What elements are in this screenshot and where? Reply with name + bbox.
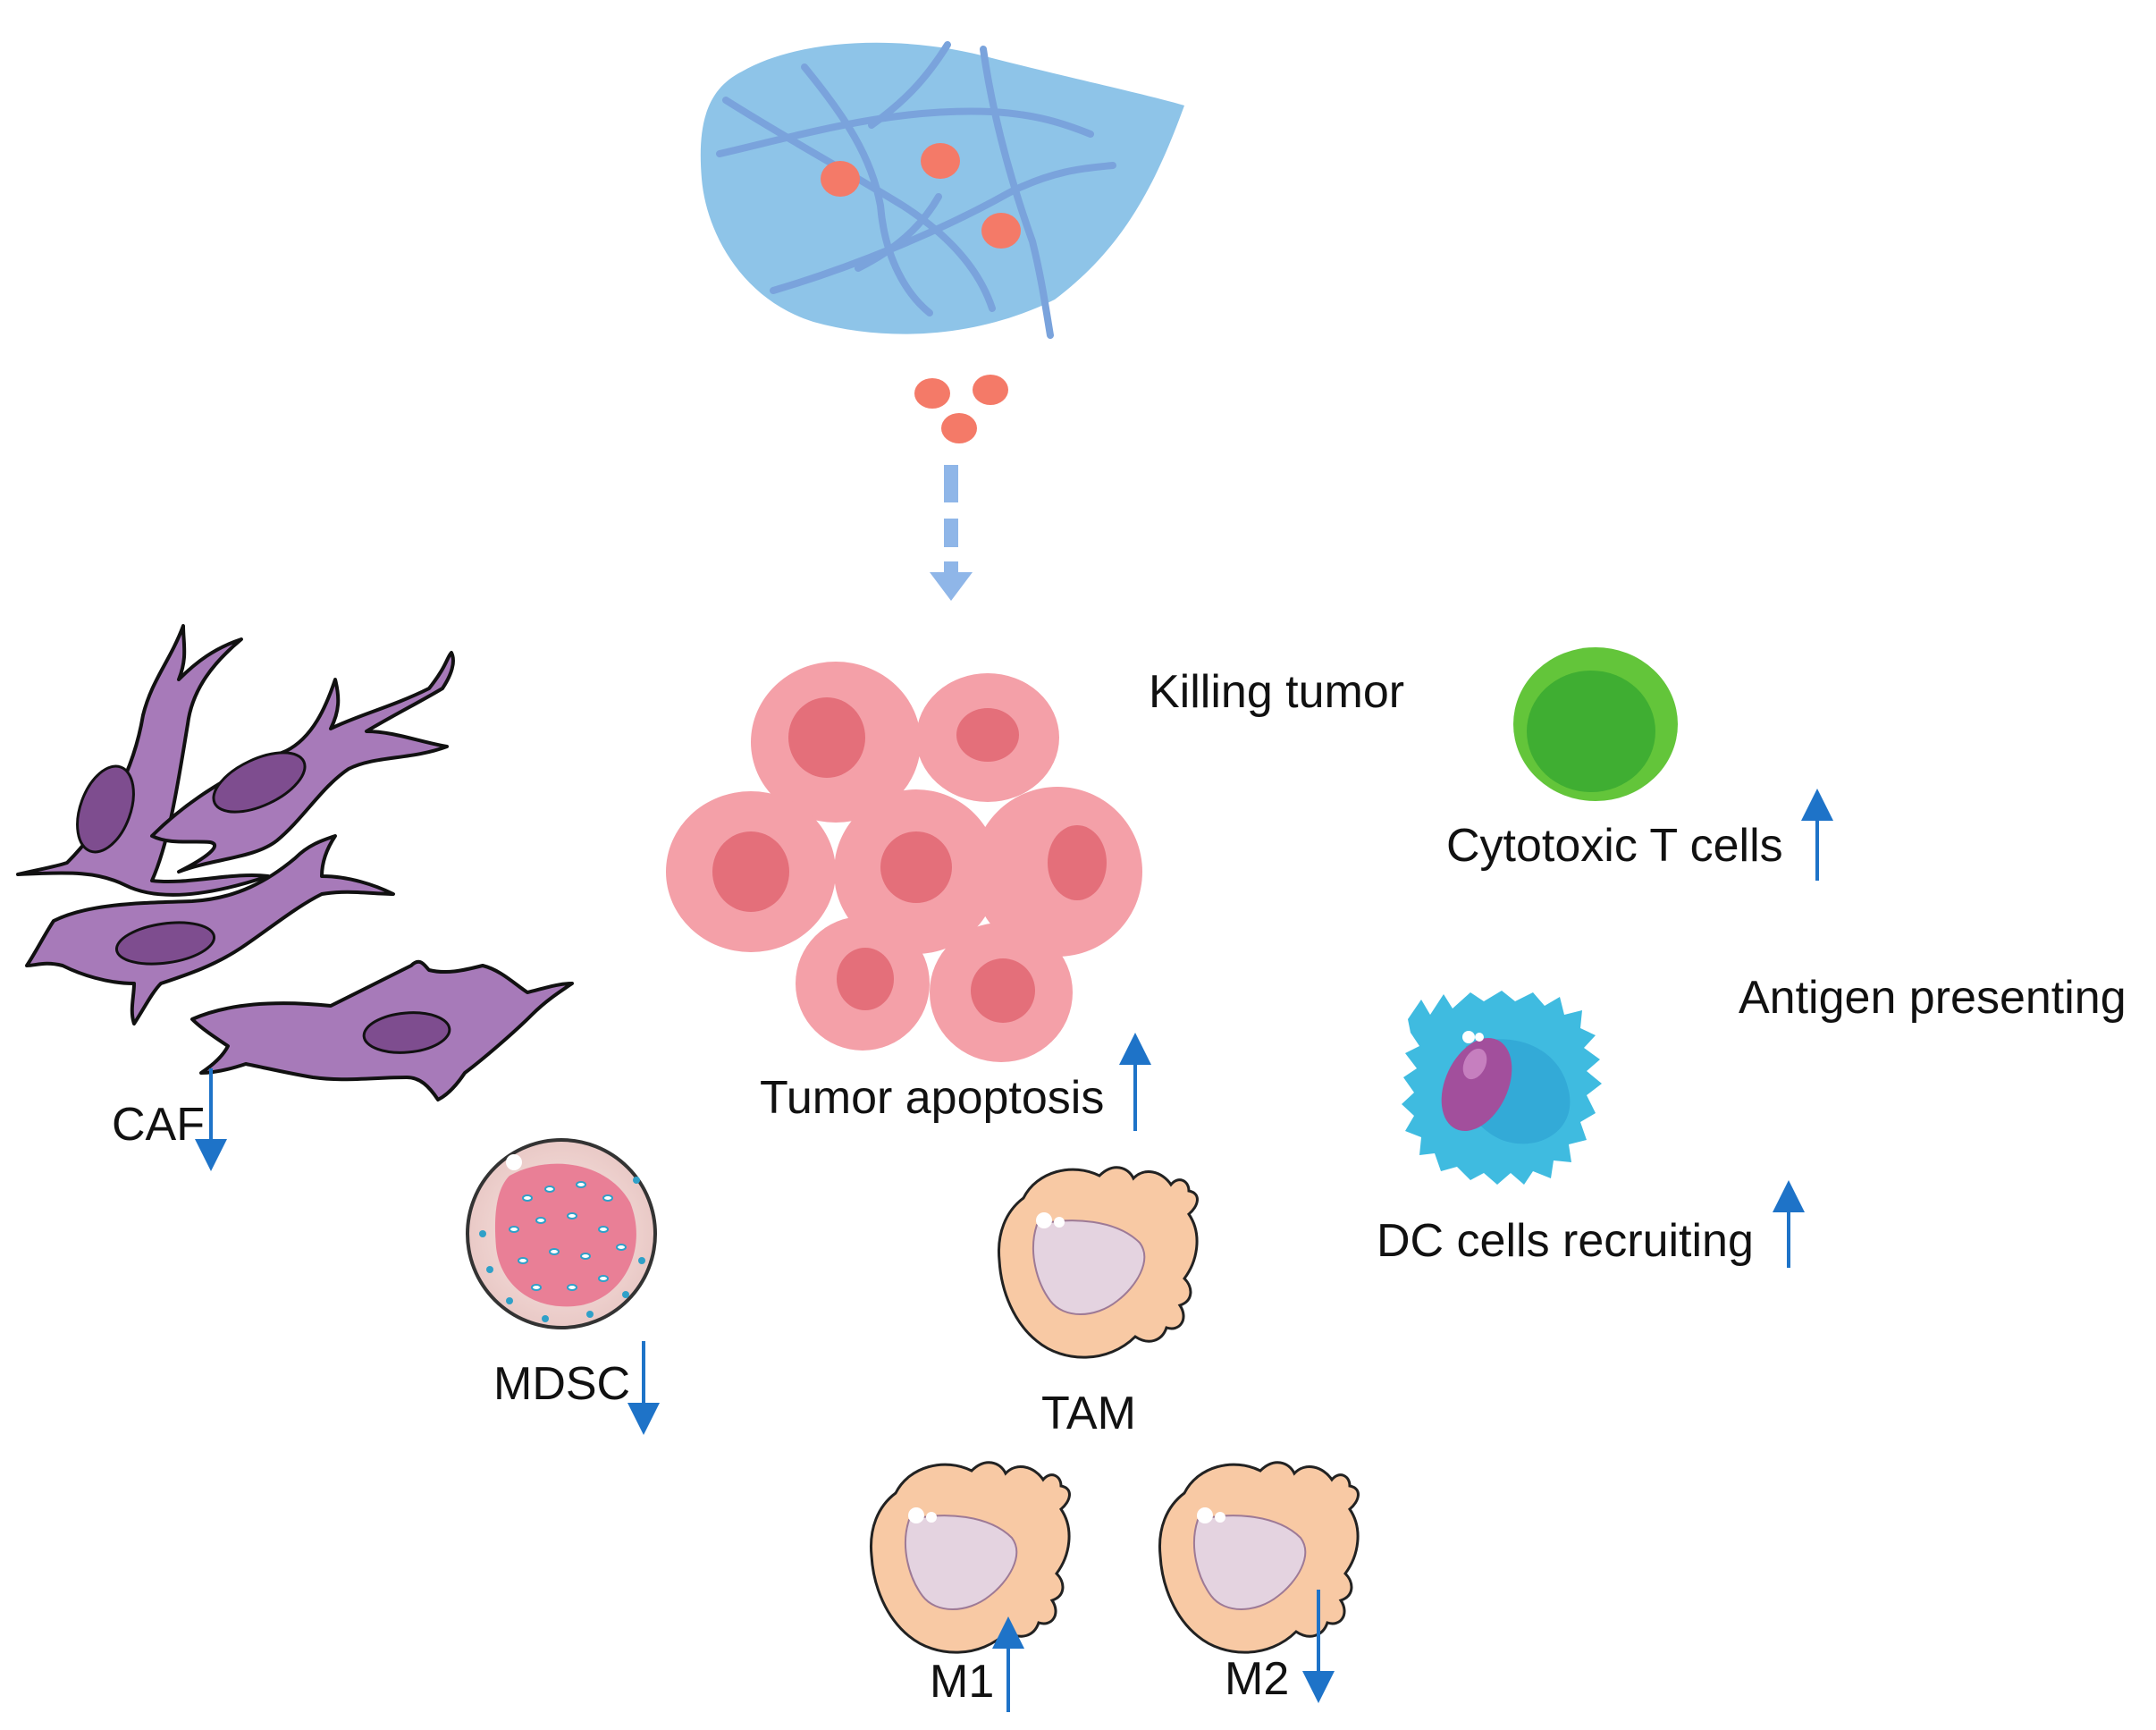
drug-particles-in-gel <box>821 143 1021 249</box>
label-m1: M1 <box>930 1656 995 1708</box>
fibroblast <box>150 651 455 873</box>
tumor-cell <box>751 662 921 823</box>
mdsc-cell <box>466 1138 657 1329</box>
label-antigen-presenting: Antigen presenting <box>1739 972 2127 1024</box>
fibroblast <box>190 959 574 1101</box>
tumor-cell <box>916 673 1059 802</box>
release-arrow <box>930 465 973 601</box>
label-tam: TAM <box>1041 1388 1136 1439</box>
tam-macrophage <box>997 1166 1199 1359</box>
label-killing-tumor: Killing tumor <box>1149 666 1405 718</box>
trend-arrow-tumor-apoptosis-up <box>1119 1033 1151 1131</box>
label-m2: M2 <box>1225 1653 1290 1705</box>
mdsc-membrane-dots <box>479 1177 645 1322</box>
trend-arrow-mdsc-down <box>627 1341 660 1435</box>
tumor-cell-cluster <box>666 662 1142 1062</box>
trend-arrow-dc-cells-recruiting-up <box>1773 1180 1805 1268</box>
released-drug-particles <box>914 375 1008 443</box>
hydrogel-fibers <box>716 41 1116 339</box>
label-mdsc: MDSC <box>493 1358 631 1410</box>
trend-arrows <box>195 789 1833 1712</box>
tumor-cell <box>796 916 930 1051</box>
label-cytotoxic-t-cells: Cytotoxic T cells <box>1446 820 1783 872</box>
fibroblast <box>25 834 395 1025</box>
trend-arrow-m2-down <box>1302 1590 1335 1703</box>
tumor-cell <box>666 791 836 952</box>
hydrogel-body <box>700 42 1184 334</box>
trend-arrow-cytotoxic-t-cells-up <box>1801 789 1833 881</box>
caf-cells <box>16 624 574 1101</box>
tumor-cell <box>973 787 1142 957</box>
trend-arrow-caf-down <box>195 1068 227 1171</box>
label-dc-cells-recruiting: DC cells recruiting <box>1377 1215 1754 1267</box>
cytotoxic-t-cell <box>1513 647 1678 801</box>
tumor-cell <box>930 923 1073 1062</box>
trend-arrow-m1-up <box>992 1616 1024 1712</box>
dendritic-cell <box>1402 991 1602 1185</box>
fibroblast <box>16 624 270 897</box>
m1-macrophage <box>869 1461 1071 1654</box>
mdsc-granules <box>509 1181 627 1291</box>
tumor-cell <box>834 789 998 954</box>
hydrogel <box>700 41 1184 339</box>
label-caf: CAF <box>112 1099 205 1151</box>
m2-macrophage <box>1158 1461 1360 1654</box>
label-tumor-apoptosis: Tumor apoptosis <box>760 1072 1105 1124</box>
